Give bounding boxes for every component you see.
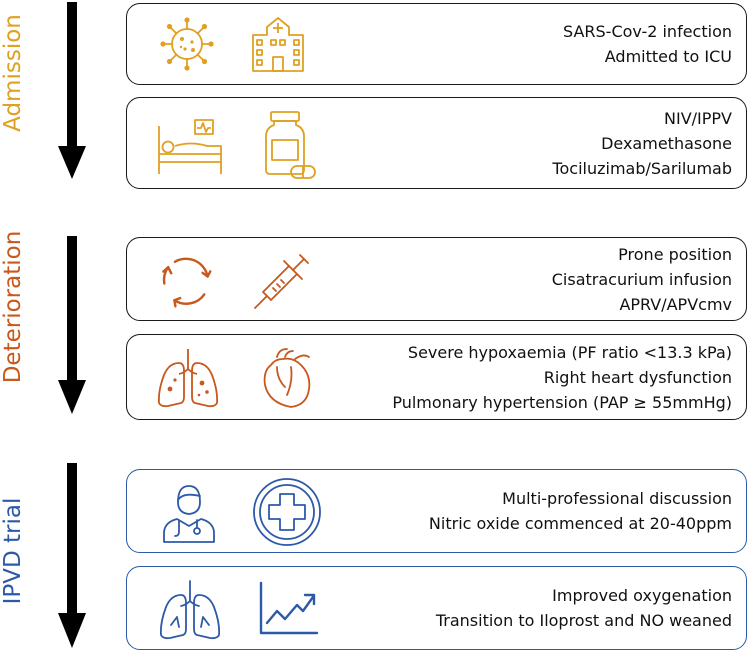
box-text-line: Right heart dysfunction	[543, 367, 732, 387]
medication-icon	[265, 111, 316, 179]
box-text-line: SARS-Cov-2 infection	[563, 22, 732, 41]
box-text-line: Cisatracurium infusion	[551, 269, 732, 289]
box-text-line: Nitric oxide commenced at 20-40ppm	[428, 514, 732, 533]
box-text-line: Tociluzimab/Sarilumab	[552, 158, 732, 178]
box-text-line: Dexamethasone	[601, 133, 732, 153]
box-text-line: Transition to Iloprost and NO weaned	[435, 611, 732, 630]
arrow-down-icon	[58, 236, 86, 414]
virus-icon	[160, 17, 214, 71]
timeline-box: Prone position Cisatracurium infusion AP…	[126, 237, 747, 321]
lungs-icon	[159, 580, 221, 640]
heart-icon	[263, 348, 311, 408]
timeline-box: SARS-Cov-2 infection Admitted to ICU	[126, 3, 747, 85]
timeline-box: NIV/IPPV Dexamethasone Tociluzimab/Saril…	[126, 97, 747, 189]
box-text-line: Multi-professional discussion	[502, 489, 732, 508]
hospital-icon	[252, 17, 304, 72]
timeline-box: Severe hypoxaemia (PF ratio <13.3 kPa) R…	[126, 334, 747, 420]
timeline-box: Multi-professional discussion Nitric oxi…	[126, 469, 747, 553]
box-text-line: NIV/IPPV	[664, 108, 732, 128]
phase-label-ipvd-trial: IPVD trial	[0, 497, 26, 605]
box-text-line: Prone position	[618, 244, 732, 264]
phase-label-admission: Admission	[0, 14, 26, 132]
syringe-icon	[254, 254, 309, 309]
infected-lungs-icon	[157, 349, 219, 408]
phase-label-deterioration: Deterioration	[0, 230, 26, 384]
trend-up-chart-icon	[259, 581, 319, 635]
box-text-line: Improved oxygenation	[552, 586, 732, 605]
hospital-bed-icon	[158, 119, 222, 174]
box-text-line: Admitted to ICU	[604, 47, 732, 66]
doctor-icon	[163, 485, 215, 543]
arrow-down-icon	[58, 463, 86, 648]
medical-cross-icon	[253, 478, 321, 546]
arrow-down-icon	[58, 2, 86, 179]
rotation-cycle-icon	[162, 257, 212, 308]
box-text-line: Severe hypoxaemia (PF ratio <13.3 kPa)	[407, 342, 732, 362]
timeline-box: Improved oxygenation Transition to Ilopr…	[126, 566, 747, 650]
box-text-line: APRV/APVcmv	[619, 294, 732, 314]
box-text-line: Pulmonary hypertension (PAP ≥ 55mmHg)	[392, 392, 732, 412]
